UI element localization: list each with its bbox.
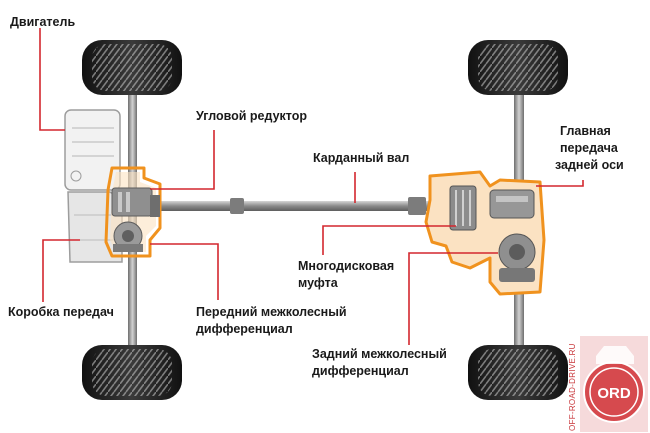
watermark-logo-text: ORD xyxy=(597,385,631,402)
label-cardan-shaft: Карданный вал xyxy=(313,151,409,165)
svg-text:Главная: Главная xyxy=(560,124,611,138)
label-rear-final-drive: Главная передача задней оси xyxy=(555,124,624,172)
svg-text:дифференциал: дифференциал xyxy=(196,322,293,336)
callout-line-gearbox xyxy=(42,239,80,302)
watermark-car-icon xyxy=(596,346,634,364)
svg-text:передача: передача xyxy=(560,141,619,155)
multiplate-clutch-unit xyxy=(449,185,477,231)
callout-line-rear-diff xyxy=(408,252,498,345)
cardan-shaft xyxy=(160,197,430,215)
label-multiplate-clutch: Многодисковая муфта xyxy=(298,259,394,290)
callout-line-angle-gear xyxy=(150,130,215,190)
rear-final-drive-unit xyxy=(489,189,535,219)
svg-text:Задний межколесный: Задний межколесный xyxy=(312,347,447,361)
svg-text:Передний межколесный: Передний межколесный xyxy=(196,305,347,319)
svg-text:задней оси: задней оси xyxy=(555,158,624,172)
callout-line-rear-final-drive xyxy=(536,180,584,187)
rear-left-wheel xyxy=(468,40,568,95)
label-gearbox: Коробка передач xyxy=(8,305,114,319)
rear-right-wheel xyxy=(468,345,568,400)
front-left-wheel xyxy=(82,40,182,95)
svg-text:дифференциал: дифференциал xyxy=(312,364,409,378)
label-engine: Двигатель xyxy=(10,15,75,29)
label-angle-gear: Угловой редуктор xyxy=(196,109,307,123)
label-rear-differential: Задний межколесный дифференциал xyxy=(312,347,447,378)
engine-block xyxy=(64,109,121,191)
front-differential-unit xyxy=(113,221,143,252)
svg-text:Многодисковая: Многодисковая xyxy=(298,259,394,273)
angle-gear-unit xyxy=(111,187,160,217)
rear-differential-unit xyxy=(498,233,536,282)
callout-line-multiplate xyxy=(322,225,456,255)
watermark-site-text: OFF-ROAD-DRIVE.RU xyxy=(568,343,577,431)
callout-line-engine xyxy=(39,28,65,131)
callout-lines xyxy=(39,28,584,345)
watermark: OFF-ROAD-DRIVE.RU ORD xyxy=(568,336,648,432)
svg-text:муфта: муфта xyxy=(298,276,339,290)
callout-line-front-diff xyxy=(150,243,219,300)
label-front-differential: Передний межколесный дифференциал xyxy=(196,305,347,336)
front-right-wheel xyxy=(82,345,182,400)
